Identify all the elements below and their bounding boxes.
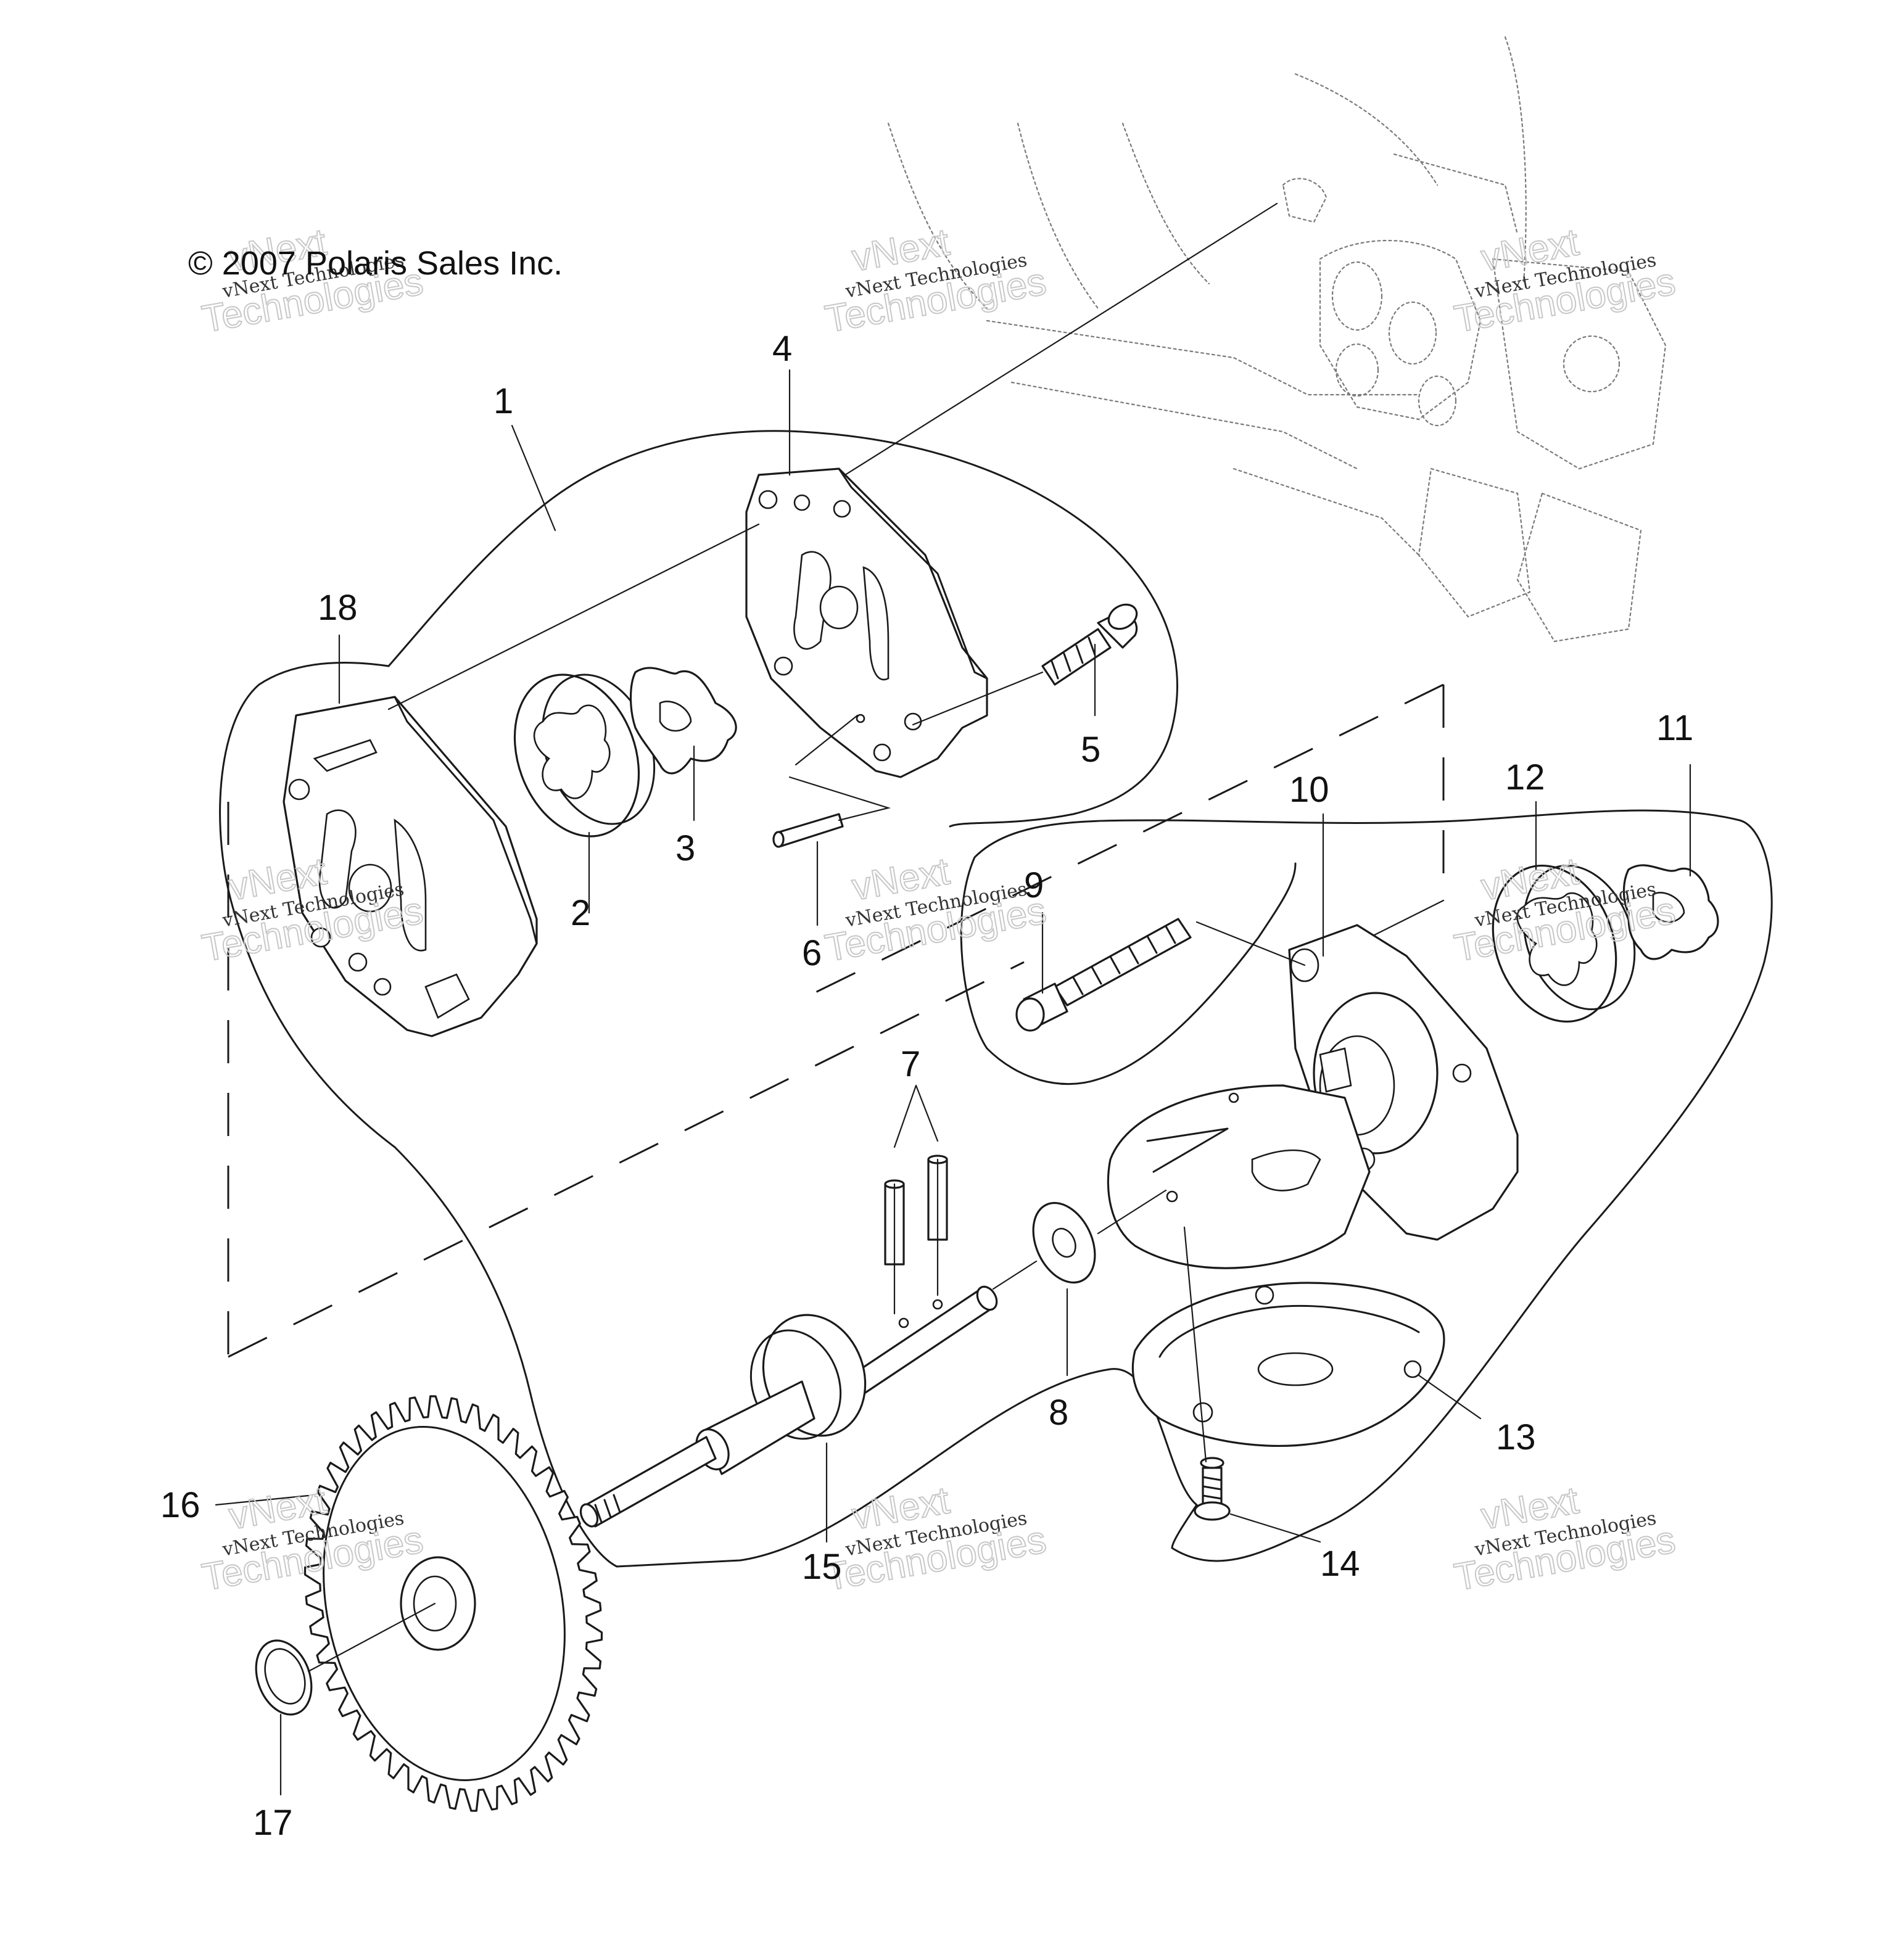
watermark-4: vNext vNext Technologies Technologies	[199, 849, 427, 971]
watermarks: vNext vNext Technologies Technologies vN…	[199, 220, 1679, 1600]
callout-14: 14	[1320, 1544, 1360, 1584]
callout-11: 11	[1656, 708, 1693, 748]
callout-3: 3	[675, 828, 695, 868]
part-14-screw	[1194, 1457, 1231, 1521]
watermark-5: vNext vNext Technologies Technologies	[822, 849, 1050, 971]
part-12-outer-rotor	[1492, 864, 1636, 1023]
assembly-outline-pump	[219, 661, 1773, 1568]
part-2-outer-rotor	[513, 673, 656, 838]
watermark-2: vNext vNext Technologies Technologies	[822, 220, 1050, 342]
callout-4: 4	[772, 329, 792, 369]
callout-15: 15	[802, 1547, 842, 1587]
oil-pickup-screen	[1107, 1084, 1371, 1269]
callout-6: 6	[802, 933, 822, 973]
part-13-screen-plate	[1131, 1282, 1445, 1447]
part-8-washer	[1032, 1201, 1096, 1284]
callout-12: 12	[1505, 757, 1545, 797]
callout-16: 16	[160, 1485, 200, 1525]
engine-case-outline	[887, 36, 1667, 643]
callout-2: 2	[571, 893, 590, 933]
part-4-pump-cover	[745, 467, 988, 778]
leader-lines	[215, 369, 1691, 1796]
watermark-8: vNext vNext Technologies Technologies	[822, 1478, 1050, 1600]
callout-13: 13	[1496, 1417, 1536, 1457]
part-5-screw	[1041, 603, 1138, 686]
part-9-bolt	[1015, 918, 1192, 1032]
part-6-dowel-pin	[772, 813, 844, 848]
part-11-inner-rotor	[1622, 864, 1719, 960]
part-17-washer	[255, 1639, 313, 1716]
assembly-axis-lines	[307, 202, 1306, 1673]
copyright-text: © 2007 Polaris Sales Inc.	[188, 245, 563, 282]
watermark-7: vNext vNext Technologies Technologies	[199, 1478, 427, 1600]
callout-17: 17	[253, 1803, 293, 1843]
part-15-shaft	[579, 1285, 998, 1528]
callout-18: 18	[318, 588, 358, 628]
callout-9: 9	[1024, 865, 1044, 905]
watermark-3: vNext vNext Technologies Technologies	[1451, 220, 1679, 342]
part-16-gear	[303, 1395, 603, 1812]
assembly-outline-upper	[387, 430, 1179, 828]
watermark-9: vNext vNext Technologies Technologies	[1451, 1478, 1679, 1600]
part-18-pump-body	[283, 696, 538, 1037]
part-3-inner-rotor	[629, 667, 737, 775]
callout-8: 8	[1049, 1393, 1068, 1433]
alignment-dashed-box	[227, 683, 1445, 1358]
callout-10: 10	[1289, 770, 1329, 810]
callout-numbers: 1 2 3 4 5 6 7 8 9 10 11 12 13 14 15 16 1…	[160, 329, 1693, 1843]
callout-1: 1	[493, 381, 513, 421]
callout-7: 7	[901, 1044, 920, 1084]
callout-5: 5	[1081, 730, 1100, 770]
